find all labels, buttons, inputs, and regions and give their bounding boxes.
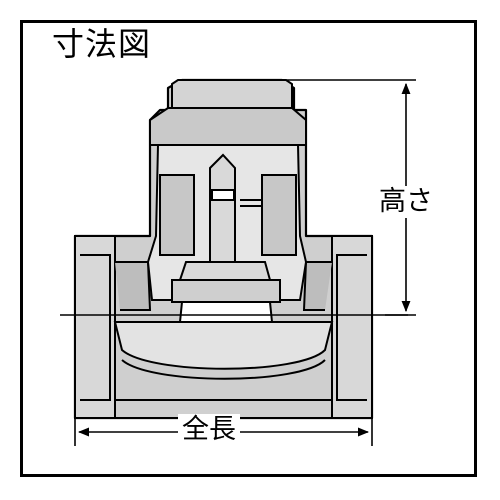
height-label: 高さ [377, 186, 435, 218]
length-label: 全長 [178, 414, 240, 446]
left-port [74, 235, 152, 419]
page-title: 寸法図 [52, 25, 152, 63]
bonnet [149, 79, 307, 146]
body-bottom [113, 321, 334, 419]
right-port [302, 235, 373, 419]
valve-stem [171, 153, 281, 323]
